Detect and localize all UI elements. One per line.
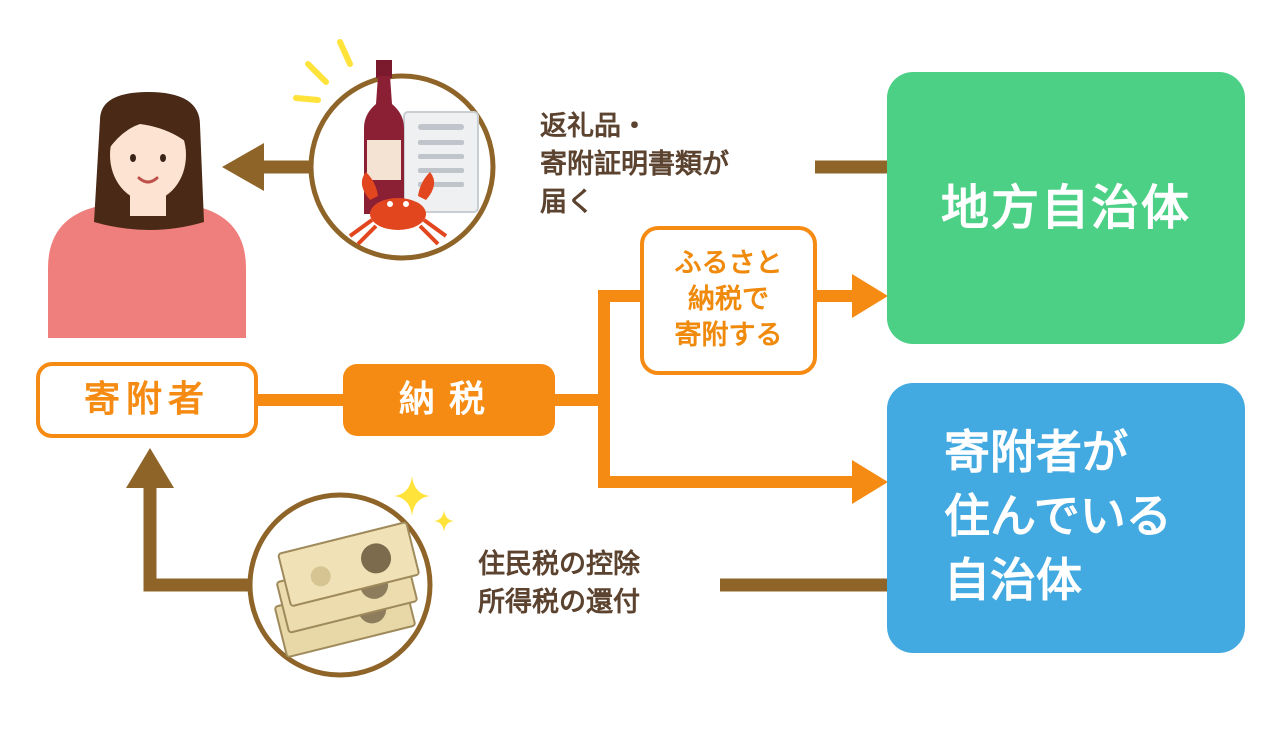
resident-gov-label-line-3: 自治体	[944, 553, 1082, 607]
resident-gov-label-line-1: 寄附者が	[944, 425, 1128, 479]
refund-arrow-head	[126, 448, 174, 488]
resident-gov-label: 寄附者が 住んでいる 自治体	[944, 420, 1234, 612]
refund-label-line-1: 住民税の控除	[478, 549, 640, 580]
gift-label: 返礼品・ 寄附証明書類が 届く	[540, 108, 790, 222]
donor-label: 寄附者	[83, 379, 210, 420]
gift-label-line-2: 寄附証明書類が	[540, 149, 729, 180]
local-gov-label: 地方自治体	[940, 180, 1191, 236]
furusato-label: ふるさと 納税で 寄附する	[642, 246, 815, 354]
resident-gov-box	[887, 383, 1245, 653]
wine-bottle-icon	[364, 60, 404, 214]
crab-icon	[348, 172, 448, 246]
refund-label: 住民税の控除 所得税の還付	[478, 546, 718, 622]
donor-person-icon	[48, 92, 246, 338]
resident-gov-label-line-2: 住んでいる	[944, 489, 1172, 543]
tax-label: 納税	[398, 379, 499, 420]
refund-flow-line-left	[143, 484, 290, 592]
furusato-label-box	[640, 226, 817, 375]
resident-arrow-head	[852, 460, 888, 504]
banknotes-icon	[274, 521, 420, 658]
document-icon	[403, 111, 479, 213]
gift-label-line-3: 届く	[540, 187, 594, 218]
gift-label-line-1: 返礼品・	[540, 111, 648, 142]
gift-arrow-head	[222, 143, 264, 191]
sparkle-icon	[394, 476, 454, 532]
furusato-label-line-2: 納税で	[688, 284, 769, 315]
furusato-label-line-1: ふるさと	[674, 248, 783, 279]
local-gov-box	[887, 72, 1245, 344]
donor-label-box	[36, 362, 258, 438]
refund-label-line-2: 所得税の還付	[478, 587, 640, 618]
furusato-arrow-head	[852, 274, 888, 318]
sparkle-icon	[293, 39, 353, 103]
furusato-label-line-3: 寄附する	[674, 320, 783, 351]
tax-label-box	[343, 364, 555, 436]
